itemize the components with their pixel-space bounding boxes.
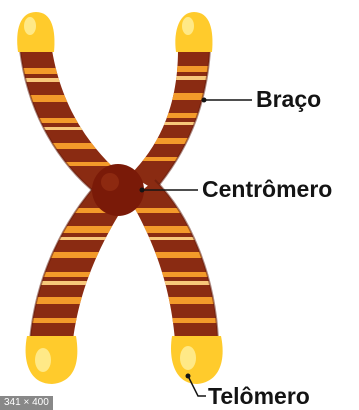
telomere-upper-right: [175, 12, 212, 52]
image-size-badge: 341 × 400: [0, 396, 53, 410]
telomere-pointer-dot: [186, 374, 191, 379]
telomere-upper-left: [17, 12, 54, 52]
telomere-label: Telômero: [208, 385, 310, 408]
telomere-lower-left: [26, 336, 78, 384]
telomere-lower-right: [171, 336, 223, 384]
arm-label: Braço: [256, 88, 321, 111]
centromere-pointer-dot: [140, 188, 145, 193]
centromere-knob: [92, 164, 144, 216]
arm-pointer-dot: [202, 98, 207, 103]
centromere-label: Centrômero: [202, 178, 332, 201]
